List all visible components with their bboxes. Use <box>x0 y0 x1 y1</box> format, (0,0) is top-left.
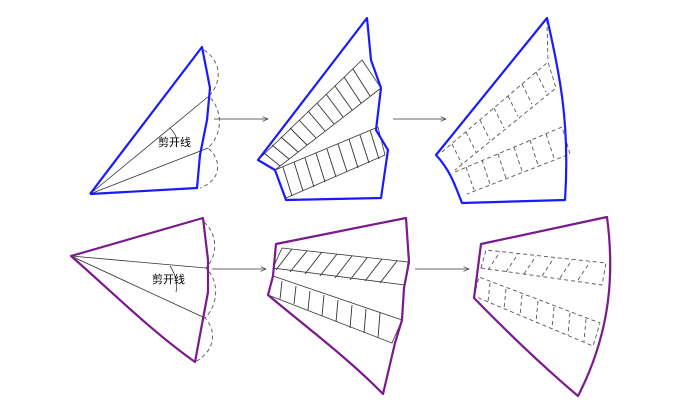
cut-line-label-bottom: 剪开线 <box>152 272 185 286</box>
top-redrawn-piece <box>434 16 571 205</box>
bottom-original-piece: 剪开线 <box>69 216 217 364</box>
cut-line-label-top: 剪开线 <box>158 135 191 149</box>
top-spread-piece <box>256 16 390 202</box>
bottom-spread-piece <box>266 216 411 396</box>
bottom-redrawn-piece <box>472 215 612 398</box>
top-original-piece: 剪开线 <box>89 45 220 196</box>
